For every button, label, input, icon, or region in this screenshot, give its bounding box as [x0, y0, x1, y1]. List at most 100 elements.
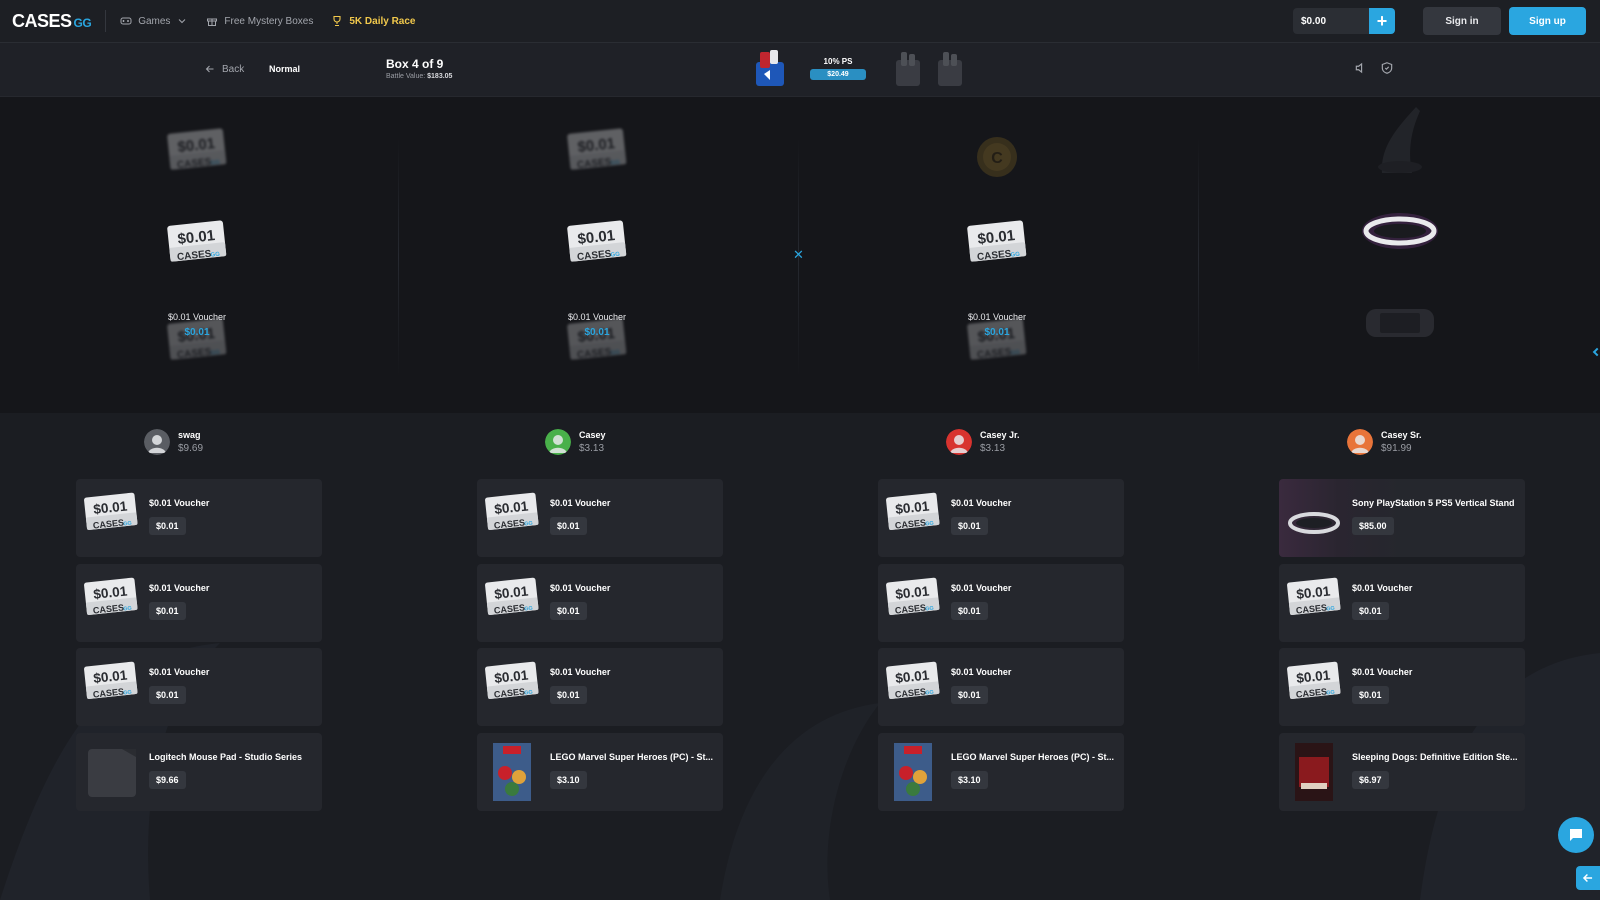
ticket-brand-suffix: GG	[1326, 605, 1335, 612]
won-item-card[interactable]: LEGO Marvel Super Heroes (PC) - St... $3…	[878, 732, 1124, 811]
nav-account-area: $0.00 + Sign in Sign up	[1293, 7, 1586, 35]
ps5-stand-winner-image	[1362, 213, 1438, 249]
case-thumbnail-upcoming[interactable]	[930, 48, 970, 90]
avatar	[545, 429, 571, 455]
ticket-brand: CASES	[577, 347, 613, 362]
item-thumbnail	[1285, 742, 1343, 801]
ticket-brand-suffix: GG	[524, 690, 533, 697]
back-button[interactable]: Back	[204, 63, 244, 75]
voucher-ticket-icon: $0.01 CASES GG	[567, 128, 627, 171]
ticket-value: $0.01	[895, 498, 931, 517]
item-thumbnail	[1285, 489, 1343, 547]
reel-winner-price: $0.01	[184, 327, 210, 338]
player-name: Casey Jr.	[980, 430, 1020, 440]
free-mystery-boxes-link[interactable]: Free Mystery Boxes	[206, 15, 313, 27]
item-name: $0.01 Voucher	[149, 498, 210, 508]
reel-item-faded: $0.01 CASES GG	[565, 315, 629, 369]
ticket-value: $0.01	[93, 583, 129, 602]
deposit-button[interactable]: +	[1369, 8, 1395, 34]
voucher-ticket-icon: $0.01 CASES GG	[1287, 577, 1341, 615]
player-header[interactable]: Casey Jr. $3.13	[946, 429, 1020, 455]
won-item-card[interactable]: $0.01 CASES GG $0.01 Voucher $0.01	[878, 479, 1124, 557]
ticket-brand-suffix: GG	[1010, 252, 1020, 259]
ticket-value: $0.01	[977, 227, 1016, 248]
ticket-brand-suffix: GG	[123, 521, 132, 528]
item-price: $0.01	[550, 517, 587, 535]
player-header[interactable]: swag $9.69	[144, 429, 203, 455]
won-item-card[interactable]: $0.01 CASES GG $0.01 Voucher $0.01	[76, 648, 322, 726]
reel-item-faded: $0.01 CASES GG	[965, 315, 1029, 369]
ticket-value: $0.01	[93, 498, 129, 517]
item-price: $0.01	[550, 601, 587, 620]
case-thumbnail-upcoming[interactable]	[888, 48, 928, 90]
won-item-card[interactable]: $0.01 CASES GG $0.01 Voucher $0.01	[878, 563, 1124, 642]
games-menu[interactable]: Games	[120, 15, 188, 27]
item-name: $0.01 Voucher	[550, 667, 611, 677]
won-item-card[interactable]: $0.01 CASES GG $0.01 Voucher $0.01	[477, 479, 723, 557]
item-price: $9.66	[149, 770, 186, 789]
player-name: Casey	[579, 430, 606, 440]
item-thumbnail: $0.01 CASES GG	[1285, 658, 1343, 716]
chat-button[interactable]	[1558, 817, 1594, 853]
daily-race-link[interactable]: 5K Daily Race	[331, 15, 416, 27]
player-header[interactable]: Casey Sr. $91.99	[1347, 429, 1422, 455]
won-item-card[interactable]: Sleeping Dogs: Definitive Edition Ste...…	[1279, 732, 1525, 811]
won-item-card[interactable]: $0.01 CASES GG $0.01 Voucher $0.01	[76, 563, 322, 642]
ticket-value: $0.01	[1296, 667, 1332, 686]
won-item-card[interactable]: LEGO Marvel Super Heroes (PC) - St... $3…	[477, 732, 723, 811]
voucher-ticket-icon: $0.01 CASES GG	[485, 577, 539, 615]
won-item-card[interactable]: Logitech Mouse Pad - Studio Series $9.66	[76, 732, 322, 811]
won-item-card[interactable]: $0.01 CASES GG $0.01 Voucher $0.01	[878, 648, 1124, 726]
item-price: $0.01	[1352, 686, 1389, 704]
reel-item-faded: $0.01 CASES GG	[165, 125, 229, 179]
item-thumbnail: $0.01 CASES GG	[884, 574, 942, 632]
ticket-brand-suffix: GG	[210, 350, 220, 357]
ticket-brand: CASES	[92, 602, 124, 615]
ticket-brand-suffix: GG	[210, 160, 220, 167]
item-price: $0.01	[951, 601, 988, 620]
chevron-down-icon	[179, 19, 186, 24]
item-thumbnail: $0.01 CASES GG	[82, 658, 140, 716]
avatar	[1347, 429, 1373, 455]
avatar	[946, 429, 972, 455]
item-thumbnail	[483, 742, 541, 801]
svg-text:C: C	[991, 150, 1003, 167]
voucher-ticket-icon: $0.01 CASES GG	[886, 577, 940, 615]
voucher-ticket-icon: $0.01 CASES GG	[167, 128, 227, 171]
won-item-card[interactable]: Sony PlayStation 5 PS5 Vertical Stand $8…	[1279, 479, 1525, 557]
item-name: $0.01 Voucher	[951, 582, 1012, 593]
player-total: $3.13	[980, 443, 1006, 454]
player-total: $9.69	[178, 443, 204, 454]
item-name: $0.01 Voucher	[1352, 667, 1413, 677]
item-thumbnail: $0.01 CASES GG	[82, 574, 140, 632]
item-thumbnail	[884, 742, 942, 801]
mystery-label: Free Mystery Boxes	[224, 15, 314, 27]
item-thumbnail: $0.01 CASES GG	[483, 658, 541, 716]
ticket-brand: CASES	[177, 347, 213, 362]
reel-divider	[798, 137, 799, 377]
voucher-ticket-icon: $0.01 CASES GG	[886, 492, 940, 531]
won-item-card[interactable]: $0.01 CASES GG $0.01 Voucher $0.01	[1279, 648, 1525, 726]
sign-up-button[interactable]: Sign up	[1509, 7, 1586, 35]
sound-icon[interactable]	[1354, 61, 1368, 75]
won-item-card[interactable]: $0.01 CASES GG $0.01 Voucher $0.01	[1279, 563, 1525, 642]
won-item-card[interactable]: $0.01 CASES GG $0.01 Voucher $0.01	[477, 648, 723, 726]
ticket-brand: CASES	[1295, 602, 1327, 615]
won-item-card[interactable]: $0.01 CASES GG $0.01 Voucher $0.01	[477, 563, 723, 642]
won-item-card[interactable]: $0.01 CASES GG $0.01 Voucher $0.01	[76, 479, 322, 557]
player-header[interactable]: Casey $3.13	[545, 429, 606, 455]
box-title: Box 4 of 9	[386, 57, 444, 71]
balance-display[interactable]: $0.00	[1293, 8, 1369, 34]
item-price: $0.01	[149, 601, 186, 620]
shield-check-icon[interactable]	[1380, 61, 1394, 75]
ticket-brand-suffix: GG	[610, 350, 620, 357]
ticket-value: $0.01	[177, 227, 216, 248]
gift-icon	[207, 18, 218, 26]
sign-in-button[interactable]: Sign in	[1423, 7, 1501, 35]
ticket-brand-suffix: GG	[1326, 690, 1335, 697]
sidebar-toggle-button[interactable]	[1576, 866, 1600, 890]
reel-winner-price: $0.01	[584, 327, 610, 338]
case-thumbnail-active[interactable]	[750, 48, 790, 90]
ticket-brand-suffix: GG	[610, 160, 620, 167]
